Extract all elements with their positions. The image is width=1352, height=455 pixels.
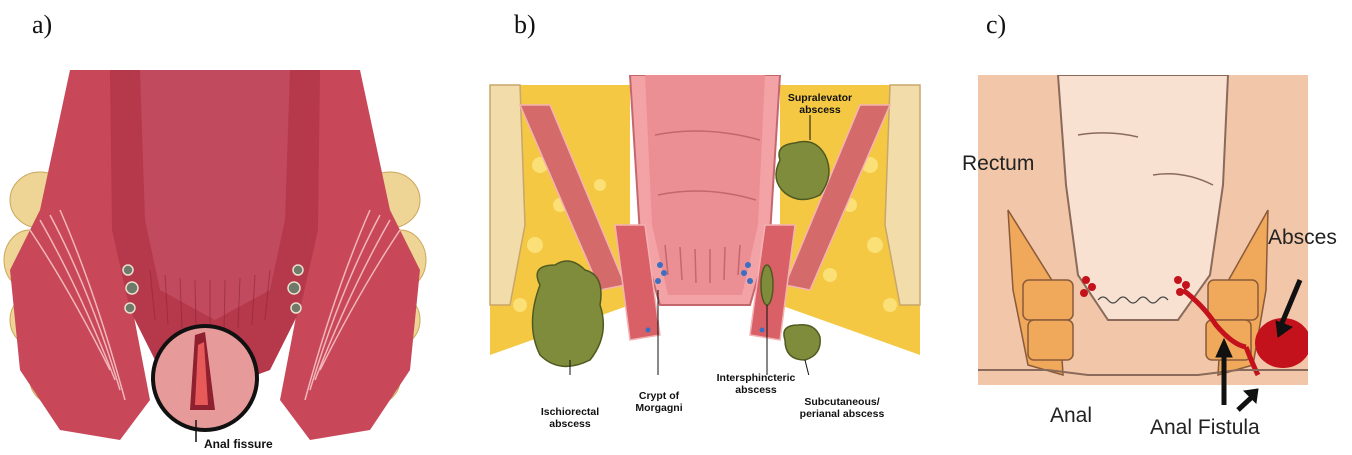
label-anal: Anal	[1050, 404, 1092, 428]
label-absces: Absces	[1268, 226, 1337, 250]
panel-a-illustration	[0, 70, 430, 455]
label-ischiorectal-abscess: Ischiorectal abscess	[520, 406, 620, 430]
panel-b-letter: b)	[514, 10, 536, 40]
label-anal-fissure: Anal fissure	[204, 438, 273, 450]
panel-b-illustration	[480, 75, 930, 375]
label-crypt-of-morgagni: Crypt of Morgagni	[624, 390, 694, 414]
arrow-icons	[1200, 275, 1310, 415]
panel-c-letter: c)	[986, 10, 1006, 40]
anal-canal-fissure-image	[0, 70, 430, 455]
label-intersphincteric-abscess: Intersphincteric abscess	[706, 372, 806, 396]
label-anal-fistula: Anal Fistula	[1150, 416, 1260, 440]
label-rectum: Rectum	[962, 152, 1034, 176]
panel-a-letter: a)	[32, 10, 52, 40]
perianal-abscess-types-image	[480, 75, 930, 375]
label-subcutaneous-perianal-abscess: Subcutaneous/ perianal abscess	[782, 396, 902, 420]
label-supralevator-abscess: Supralevator abscess	[765, 92, 875, 116]
